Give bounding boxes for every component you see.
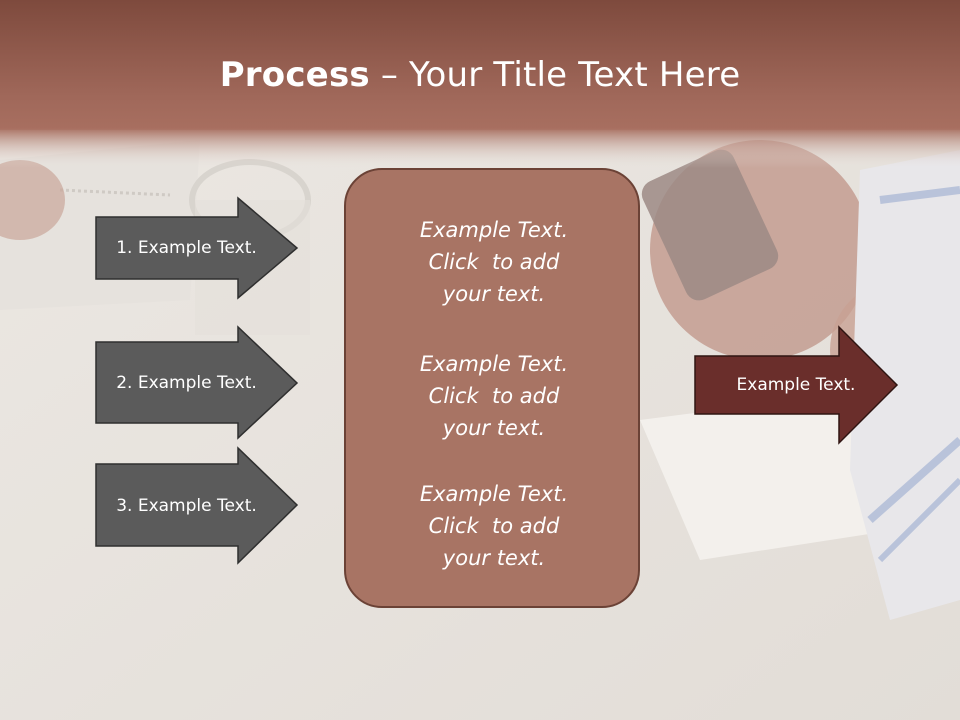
center-item-line: Example Text. xyxy=(419,218,569,242)
arrow-label: 1. Example Text. xyxy=(116,238,257,258)
arrow-label: Example Text. xyxy=(736,375,856,395)
arrow-shape xyxy=(694,325,899,445)
arrow-shape xyxy=(95,196,299,300)
arrow-label: 3. Example Text. xyxy=(116,495,257,516)
left-arrow-3[interactable]: 3. Example Text. xyxy=(95,446,299,565)
title-bold: Process xyxy=(219,55,370,95)
center-item-line: Click to add xyxy=(428,514,560,538)
left-arrow-2[interactable]: 2. Example Text. xyxy=(95,325,299,440)
arrow-shape xyxy=(95,325,299,440)
title-rest: – Your Title Text Here xyxy=(369,55,741,95)
center-item-line: Example Text. xyxy=(419,482,569,506)
center-item-line: your text. xyxy=(442,546,546,570)
arrow-label: 2. Example Text. xyxy=(116,372,257,393)
right-arrow[interactable]: Example Text. xyxy=(694,325,899,445)
left-arrow-1[interactable]: 1. Example Text. xyxy=(95,196,299,300)
center-item-line: your text. xyxy=(442,282,546,306)
center-item-line: Click to add xyxy=(428,250,560,274)
center-item-2[interactable]: Example Text. Click to add your text. xyxy=(346,348,642,444)
center-item-line: Example Text. xyxy=(419,352,569,376)
center-item-line: Click to add xyxy=(428,384,560,408)
center-item-1[interactable]: Example Text. Click to add your text. xyxy=(346,214,642,310)
arrow-shape xyxy=(95,446,299,565)
slide-title[interactable]: Process – Your Title Text Here xyxy=(0,0,960,150)
center-item-line: your text. xyxy=(442,416,546,440)
center-text-box[interactable]: Example Text. Click to add your text. Ex… xyxy=(344,168,640,608)
center-item-3[interactable]: Example Text. Click to add your text. xyxy=(346,478,642,574)
